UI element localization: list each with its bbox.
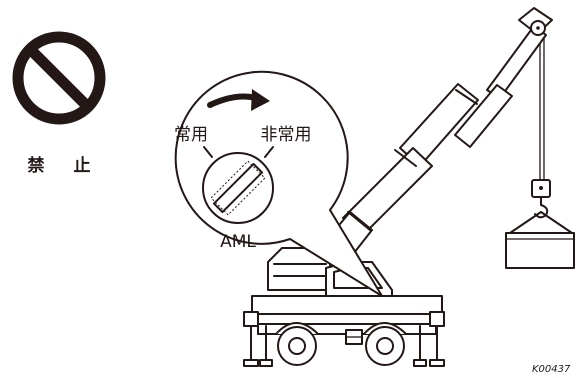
switch-label-aml: AML (220, 232, 256, 252)
prohibition-label-right: 止 (74, 155, 91, 176)
aml-callout: 常用 非常用 AML (174, 70, 383, 297)
prohibition-icon (12, 31, 106, 125)
boom-head (518, 7, 553, 36)
aml-key-switch (202, 152, 274, 224)
switch-label-normal: 常用 (174, 125, 208, 145)
figure-code: K00437 (532, 364, 571, 374)
suspended-load (505, 211, 575, 269)
curved-arrow-right-icon (207, 89, 270, 111)
switch-label-emergency: 非常用 (261, 125, 312, 145)
prohibition-label-left: 禁 (28, 155, 45, 176)
